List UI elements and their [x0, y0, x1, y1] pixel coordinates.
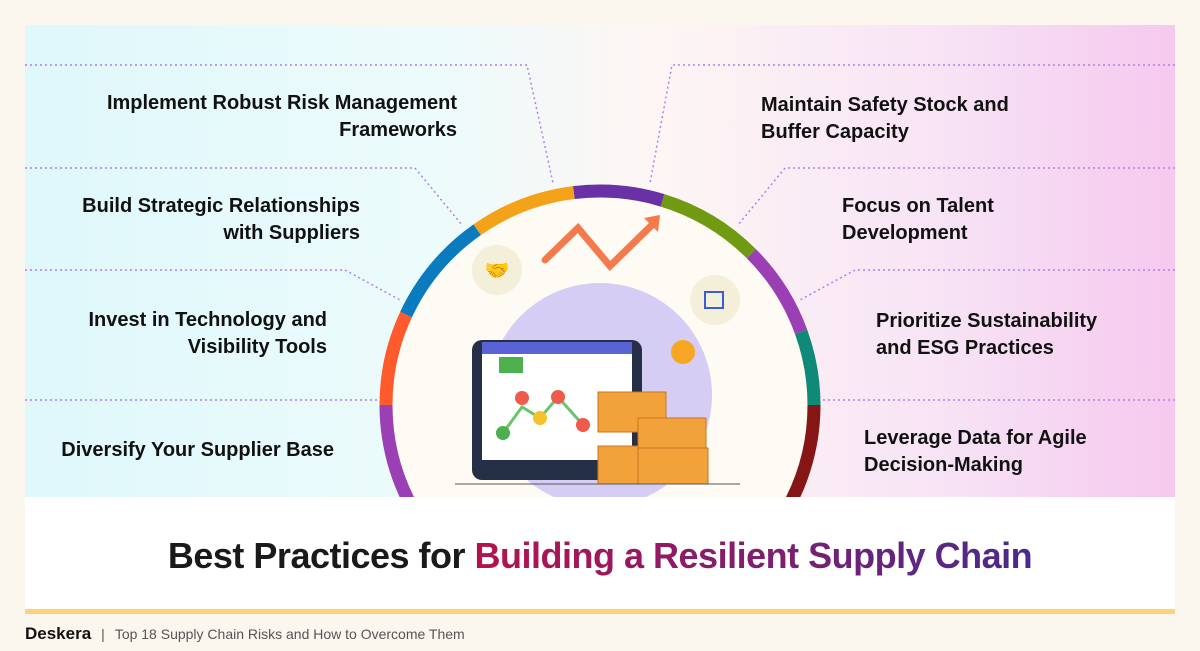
divider [25, 609, 1175, 614]
boxes [597, 391, 709, 485]
practice-risk-management: Implement Robust Risk Management Framewo… [106, 92, 457, 141]
lightbulb-icon [671, 340, 695, 364]
article-title: Top 18 Supply Chain Risks and How to Ove… [114, 626, 465, 642]
ring-segment [746, 249, 808, 335]
footer-separator: | [101, 626, 105, 642]
ring-segment [379, 404, 415, 497]
svg-text:🤝: 🤝 [485, 260, 510, 282]
ring-segment [660, 194, 756, 259]
title-highlight: Building a Resilient Supply Chain [474, 535, 1033, 576]
practice-talent-development: Focus on Talent Development [842, 195, 994, 244]
illustration: 🤝 [455, 215, 740, 485]
shopping-bag-icon [690, 275, 740, 325]
title-prefix: Best Practices for [167, 535, 475, 576]
practice-safety-stock: Maintain Safety Stock and Buffer Capacit… [761, 94, 1009, 143]
title-bar [25, 497, 1175, 610]
ring-segment [573, 184, 665, 207]
practice-data-agility: Leverage Data for Agile Decision-Making [864, 427, 1087, 476]
practice-supplier-relationships: Build Strategic Relationships with Suppl… [82, 195, 360, 244]
segmented-ring [379, 184, 821, 497]
practice-diversify-suppliers: Diversify Your Supplier Base [61, 439, 334, 461]
ring-segment [379, 311, 412, 406]
ring-segment [473, 186, 575, 236]
practice-technology-tools: Invest in Technology and Visibility Tool… [88, 309, 327, 358]
ring-segment [400, 224, 482, 318]
ring-segment [785, 404, 821, 497]
practice-sustainability-esg: Prioritize Sustainability and ESG Practi… [876, 310, 1098, 359]
footer: Deskera | Top 18 Supply Chain Risks and … [25, 624, 465, 644]
handshake-icon [472, 245, 522, 295]
brand-logo: Deskera [25, 624, 92, 643]
connector-lines [25, 64, 1175, 401]
ring-segment [794, 329, 821, 406]
page-title: Best Practices for Building a Resilient … [0, 535, 1200, 577]
